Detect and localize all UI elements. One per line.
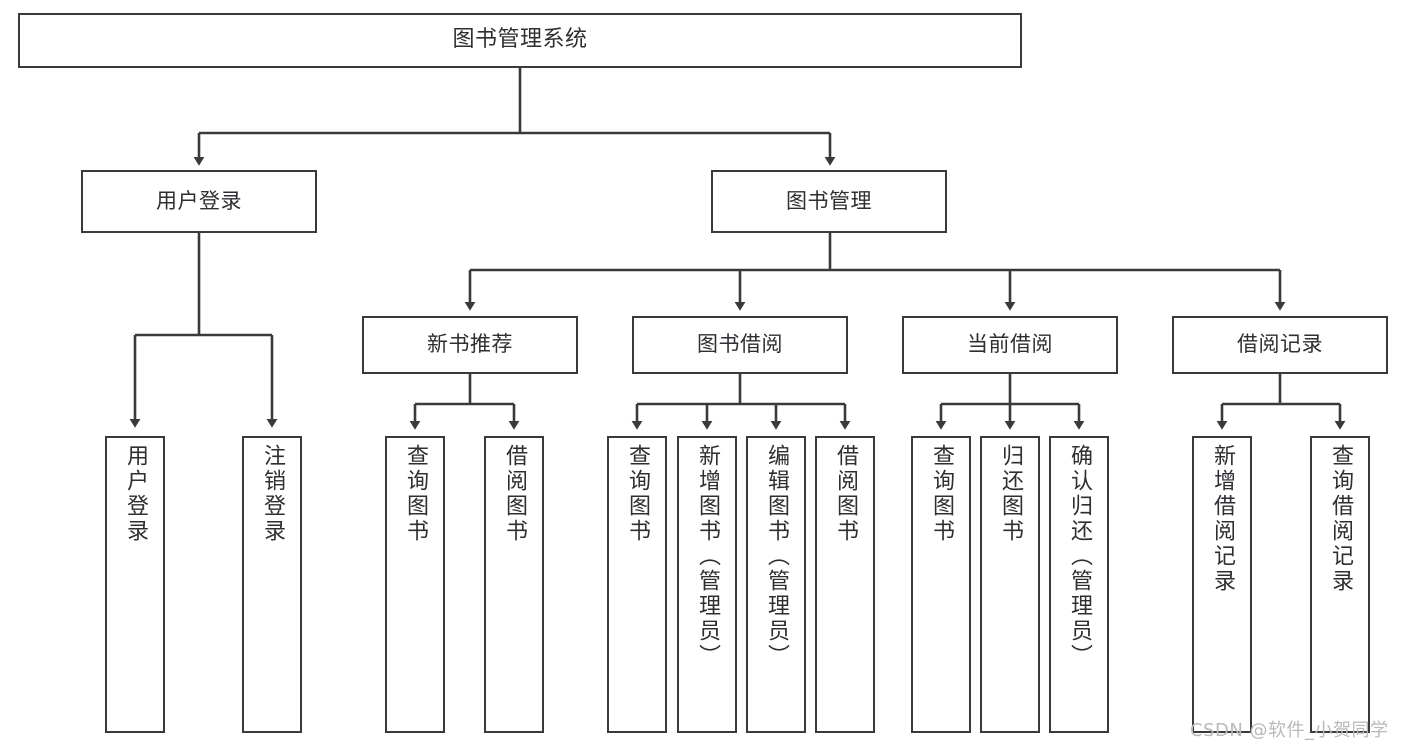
node-leaf-edit-book[interactable]: 编辑图书（管理员） xyxy=(746,436,806,733)
node-leaf-add-book[interactable]: 新增图书（管理员） xyxy=(677,436,737,733)
node-book-manage-label: 图书管理 xyxy=(786,188,872,213)
node-leaf-confirm-return[interactable]: 确认归还（管理员） xyxy=(1049,436,1109,733)
node-book-manage[interactable]: 图书管理 xyxy=(711,170,947,233)
node-leaf-logout-label: 注销登录 xyxy=(260,444,285,544)
node-leaf-add-record-label: 新增借阅记录 xyxy=(1210,444,1235,594)
node-leaf-return-book[interactable]: 归还图书 xyxy=(980,436,1040,733)
node-new-book-rec[interactable]: 新书推荐 xyxy=(362,316,578,374)
node-book-borrow[interactable]: 图书借阅 xyxy=(632,316,848,374)
node-leaf-logout[interactable]: 注销登录 xyxy=(242,436,302,733)
node-root[interactable]: 图书管理系统 xyxy=(18,13,1022,68)
node-leaf-confirm-return-label: 确认归还（管理员） xyxy=(1067,444,1092,669)
node-leaf-borrow-book-2-label: 借阅图书 xyxy=(833,444,858,544)
node-leaf-return-book-label: 归还图书 xyxy=(998,444,1023,544)
node-leaf-user-login[interactable]: 用户登录 xyxy=(105,436,165,733)
node-leaf-add-book-label: 新增图书（管理员） xyxy=(695,444,720,669)
node-leaf-query-book-2[interactable]: 查询图书 xyxy=(607,436,667,733)
node-borrow-record[interactable]: 借阅记录 xyxy=(1172,316,1388,374)
csdn-watermark: CSDN @软件_小贺同学 xyxy=(1190,720,1389,741)
node-leaf-user-login-label: 用户登录 xyxy=(123,444,148,544)
node-leaf-borrow-book-1[interactable]: 借阅图书 xyxy=(484,436,544,733)
node-leaf-query-book-1-label: 查询图书 xyxy=(403,444,428,544)
node-leaf-query-book-2-label: 查询图书 xyxy=(625,444,650,544)
node-leaf-edit-book-label: 编辑图书（管理员） xyxy=(764,444,789,669)
node-leaf-query-record-label: 查询借阅记录 xyxy=(1328,444,1353,594)
node-user-login[interactable]: 用户登录 xyxy=(81,170,317,233)
node-new-book-rec-label: 新书推荐 xyxy=(427,332,513,357)
node-leaf-borrow-book-2[interactable]: 借阅图书 xyxy=(815,436,875,733)
node-root-label: 图书管理系统 xyxy=(452,27,588,53)
node-leaf-query-book-3-label: 查询图书 xyxy=(929,444,954,544)
node-borrow-record-label: 借阅记录 xyxy=(1237,332,1323,357)
node-current-borrow[interactable]: 当前借阅 xyxy=(902,316,1118,374)
node-leaf-query-record[interactable]: 查询借阅记录 xyxy=(1310,436,1370,733)
node-leaf-borrow-book-1-label: 借阅图书 xyxy=(502,444,527,544)
node-user-login-label: 用户登录 xyxy=(156,188,242,213)
node-leaf-query-book-1[interactable]: 查询图书 xyxy=(385,436,445,733)
node-current-borrow-label: 当前借阅 xyxy=(967,332,1053,357)
node-leaf-add-record[interactable]: 新增借阅记录 xyxy=(1192,436,1252,733)
node-leaf-query-book-3[interactable]: 查询图书 xyxy=(911,436,971,733)
node-book-borrow-label: 图书借阅 xyxy=(697,332,783,357)
